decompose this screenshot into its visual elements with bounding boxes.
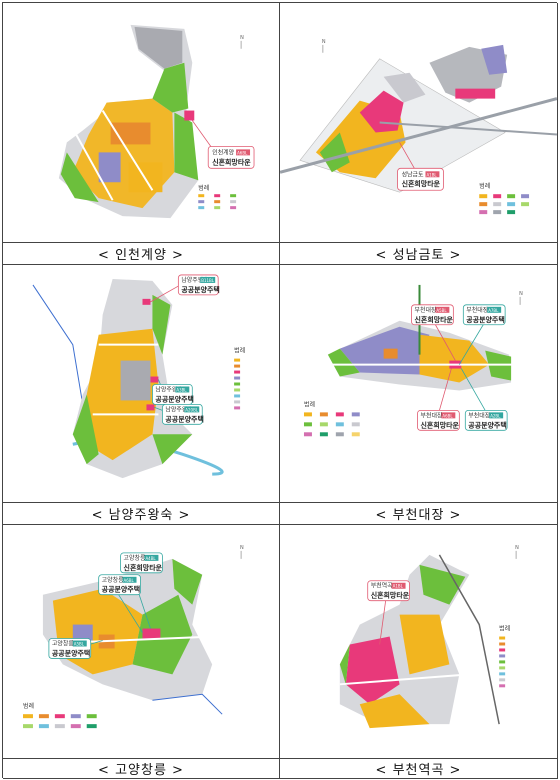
callout-label: 신혼희망타운 [212, 157, 251, 166]
legend-title: 범례 [234, 347, 245, 355]
bucheon-daejang-plan: N 부천대장 A5BL 신혼희망타운 부천대장 A7BL 공공분양주택 [300, 284, 530, 437]
callout-label: 공공분양주택 [102, 585, 140, 594]
callout-district: 부천역곡 [371, 582, 393, 590]
north-arrow-icon: N [519, 291, 523, 297]
callout-badge [72, 640, 87, 647]
namyangju-wangsuk-plan: 남양주왕숙 B11BL 공공분양주택 남양주왕숙 A3BL 공공분양주택 남양주… [32, 274, 245, 479]
bucheon-yeokgok-plan: N 부천역곡 A1BL 신혼희망타운 범례 [339, 545, 519, 729]
callout-badge [391, 582, 406, 589]
callout-badge-text: A20BL [185, 407, 198, 412]
callout-badge-text: A5BL [436, 308, 447, 313]
callout-district: 남양주왕숙 [181, 276, 209, 284]
callout-label: 신혼희망타운 [420, 420, 459, 429]
north-arrow-icon: N [240, 545, 244, 551]
north-arrow-icon: N [515, 545, 519, 551]
legend-title: 범례 [499, 625, 510, 633]
incheon-gyeyang-plan: N 인천계양 A6BL 신혼희망타운 범례 [58, 24, 255, 219]
caption-namyangju-wangsuk: < 남양주왕숙 > [3, 503, 280, 525]
target-block [184, 110, 195, 121]
caption-bucheon-yeokgok: < 부천역곡 > [280, 759, 558, 779]
callout-badge-text: A6BL [237, 150, 248, 155]
callout-badge [236, 149, 251, 156]
callout-badge [441, 412, 456, 419]
callout-badge [184, 406, 200, 413]
caption-incheon-gyeyang: < 인천계양 > [3, 243, 280, 265]
callout-badge-text: A1BL [426, 172, 437, 177]
callout-badge [489, 412, 504, 419]
callout-district: 고양창릉 [124, 554, 146, 562]
caption-bucheon-daejang: < 부천대장 > [280, 503, 558, 525]
callout-badge [200, 276, 216, 283]
callout-label: 신혼희망타운 [415, 315, 454, 324]
callout-badge [435, 306, 450, 313]
callout-label: 공공분양주택 [468, 420, 506, 429]
callout-badge [175, 386, 190, 393]
callout-badge-text: A5BL [74, 641, 85, 646]
seongnam-geumto-plan: N 성남금토 A1BL 신혼희망타운 범례 [280, 39, 557, 215]
caption-seongnam-geumto: < 성남금토 > [280, 243, 558, 265]
callout-district: 남양주왕숙 [155, 385, 183, 393]
callout-label: 공공분양주택 [466, 315, 504, 324]
callout-label: 신혼희망타운 [124, 563, 163, 572]
callout-badge-text: A6BL [124, 578, 135, 583]
callout-badge-text: A2BL [490, 413, 501, 418]
callout-badge-text: B11BL [201, 278, 214, 283]
callout-badge-text: A3BL [176, 387, 187, 392]
map-namyangju-wangsuk: 남양주왕숙 B11BL 공공분양주택 남양주왕숙 A3BL 공공분양주택 남양주… [3, 265, 280, 503]
callout-badge-text: A6BL [442, 413, 453, 418]
callout-badge [144, 554, 159, 561]
caption-goyang-changneung: < 고양창릉 > [3, 759, 280, 779]
callout-label: 공공분양주택 [155, 394, 193, 403]
legend-title: 범례 [198, 184, 209, 192]
callout-label: 신혼희망타운 [402, 179, 441, 188]
callout-badge-text: A1BL [393, 584, 404, 589]
callout-badge [425, 171, 440, 178]
legend-title: 범례 [23, 702, 34, 710]
legend-title: 범례 [304, 400, 315, 408]
legend-title: 범례 [479, 182, 490, 190]
callout-badge-text: A7BL [488, 308, 499, 313]
callout-district: 부천대장 [468, 411, 490, 419]
map-bucheon-daejang: N 부천대장 A5BL 신혼희망타운 부천대장 A7BL 공공분양주택 [280, 265, 558, 503]
callout-label: 공공분양주택 [181, 285, 219, 294]
north-arrow-icon: N [322, 39, 326, 45]
callout-badge [122, 576, 137, 583]
map-seongnam-geumto: N 성남금토 A1BL 신혼희망타운 범례 [280, 3, 558, 243]
callout-district: 부천대장 [420, 411, 442, 419]
map-bucheon-yeokgok: N 부천역곡 A1BL 신혼희망타운 범례 [280, 525, 558, 759]
callout-label: 공공분양주택 [165, 414, 203, 423]
map-incheon-gyeyang: N 인천계양 A6BL 신혼희망타운 범례 [3, 3, 280, 243]
callout-badge [487, 306, 502, 313]
callout-district: 부천대장 [415, 306, 437, 314]
callout-district: 성남금토 [402, 170, 424, 178]
callout-badge-text: A4BL [145, 556, 156, 561]
callout-district: 고양창릉 [52, 639, 74, 647]
callout-label: 공공분양주택 [52, 648, 90, 657]
callout-district: 남양주왕숙 [165, 405, 193, 413]
goyang-changneung-plan: N 고양창릉 A4BL 신혼희망타운 고양창릉 A6BL 공공분양주택 [22, 545, 263, 729]
callout-district: 고양창릉 [102, 576, 124, 584]
callout-district: 인천계양 [212, 148, 234, 156]
callout-label: 신혼희망타운 [371, 591, 410, 600]
north-arrow-icon: N [240, 35, 244, 41]
callout-district: 부천대장 [466, 306, 488, 314]
map-goyang-changneung: N 고양창릉 A4BL 신혼희망타운 고양창릉 A6BL 공공분양주택 [3, 525, 280, 759]
